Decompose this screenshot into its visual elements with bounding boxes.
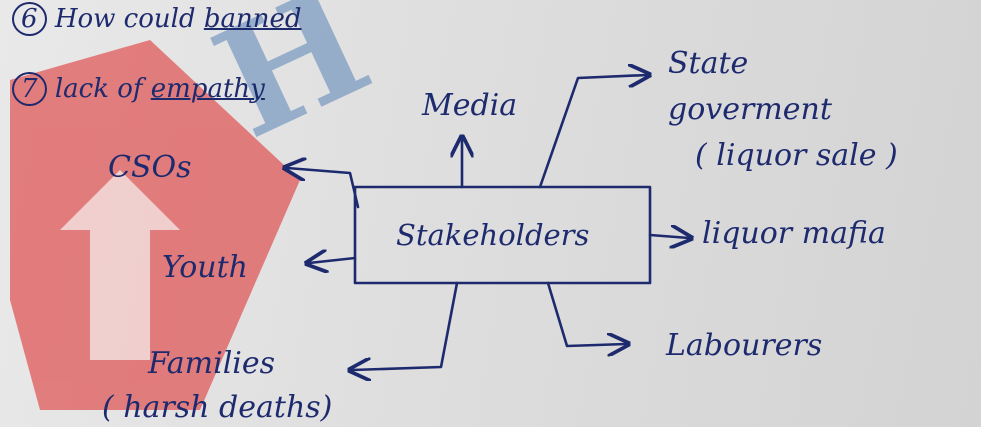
- label-state-government-line1: State: [668, 46, 749, 81]
- label-liquor-mafia: liquor mafia: [702, 216, 886, 251]
- note-7-number: 7: [12, 72, 47, 106]
- note-6-number: 6: [12, 2, 47, 36]
- note-6: 6 How could banned: [12, 2, 302, 36]
- arrow-to-csos: [287, 168, 360, 209]
- label-csos: CSOs: [108, 150, 192, 185]
- label-families-note: ( harsh deaths): [102, 390, 333, 425]
- watermark-chevron-shape: [10, 40, 300, 410]
- label-labourers: Labourers: [666, 328, 823, 363]
- note-7: 7 lack of empathy: [12, 72, 265, 106]
- label-state-government-line2: goverment: [668, 92, 832, 127]
- label-families: Families: [148, 346, 276, 381]
- arrow-to-families: [352, 281, 459, 370]
- label-media: Media: [422, 88, 518, 123]
- label-youth: Youth: [162, 250, 248, 285]
- note-6-underlined-word: banned: [203, 4, 302, 34]
- arrow-to-liquor-mafia: [648, 235, 689, 238]
- arrow-to-labourers: [546, 281, 626, 346]
- label-state-government-line3: ( liquor sale ): [695, 138, 898, 173]
- center-label: Stakeholders: [396, 218, 590, 252]
- arrow-to-youth: [309, 258, 357, 263]
- note-6-text: How could: [54, 4, 196, 34]
- note-7-underlined-word: empathy: [150, 74, 265, 104]
- arrow-to-state-government: [538, 75, 647, 189]
- note-7-text: lack of: [54, 74, 143, 104]
